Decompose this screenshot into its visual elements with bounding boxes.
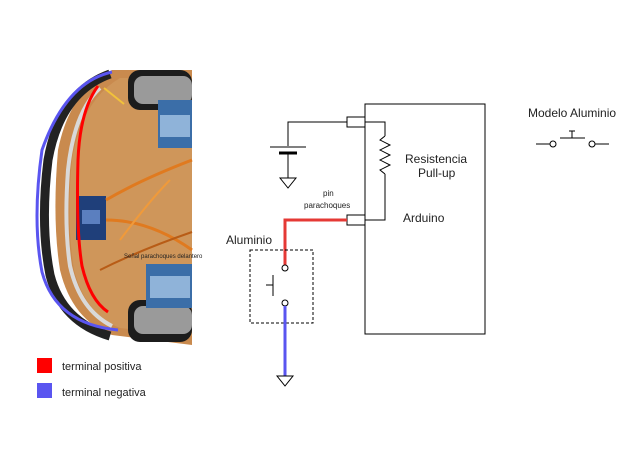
legend-negative-swatch [37,383,52,398]
legend: terminal positiva terminal negativa [37,358,147,399]
bottom-servo-label [150,276,190,298]
ground-icon-bottom [275,375,295,387]
pin-label-line2: parachoques [304,201,350,210]
arduino-bumper-pin [346,214,366,226]
bottom-wheel-rim [134,306,192,334]
circuit-labels: Resistencia Pull-up Arduino pin parachoq… [226,106,616,247]
circuit-schematic [249,103,609,387]
model-contact-left [549,140,557,148]
wire-positive [283,218,347,266]
pin-label-line1: pin [323,189,334,198]
top-wheel-rim [134,76,192,104]
arduino-label: Arduino [403,211,445,225]
switch-box-label: Aluminio [226,233,272,247]
ground-icon-top [278,177,298,189]
aluminium-strip [64,86,113,328]
legend-negative-label: terminal negativa [62,387,147,399]
photo-annotation-line1: Señal parachoques delantero [124,254,203,260]
pullup-resistor [378,135,392,175]
model-label: Modelo Aluminio [528,106,616,120]
sensor-chip [82,210,100,224]
yellow-wire [103,87,125,105]
arduino-vcc-pin [346,116,366,128]
orange-wire-4 [99,231,193,271]
wire-resistor-bottom [365,174,386,221]
model-contact-right [588,140,596,148]
resistor-label-line2: Pull-up [418,166,456,180]
orange-wire-2 [105,218,193,252]
switch-contact-bottom [281,299,289,307]
wire-resistor-top [365,121,386,136]
orange-wire-3 [119,179,171,241]
wire-vcc [287,121,347,146]
switch-box [249,249,314,324]
switch-contact-top [281,264,289,272]
legend-positive-label: terminal positiva [62,361,142,373]
positive-strip [76,85,109,314]
negative-strip [35,70,119,332]
robot-photo: Señal parachoques delantero [35,69,203,345]
resistor-label-line1: Resistencia [405,152,467,166]
top-servo-label [160,115,190,137]
legend-positive-swatch [37,358,52,373]
orange-wire-1 [105,158,193,202]
